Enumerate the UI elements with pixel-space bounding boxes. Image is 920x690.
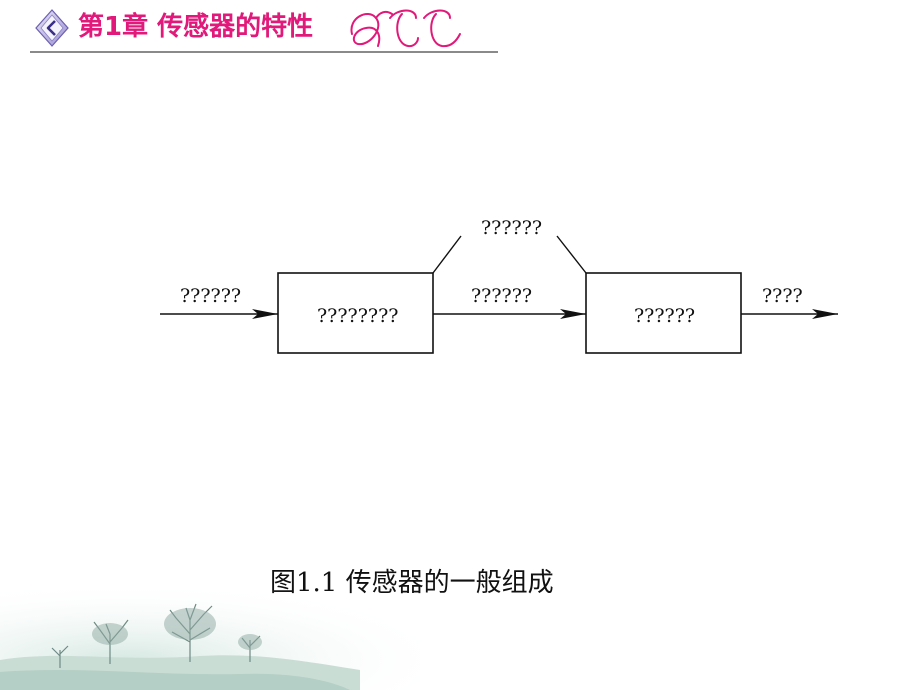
auxiliary-label: ??????	[481, 217, 542, 239]
decorative-swirl-ornament	[350, 9, 461, 48]
sensing-element-block	[277, 272, 434, 354]
diamond-chevron-left-icon[interactable]	[34, 8, 70, 48]
block2-label: ??????	[634, 305, 695, 327]
conversion-element-block	[585, 272, 742, 354]
winter-trees-landscape	[0, 590, 420, 690]
header-divider	[30, 51, 498, 53]
auxiliary-leader-left	[432, 235, 462, 274]
auxiliary-leader-right	[556, 235, 587, 274]
chapter-title: 第1章 传感器的特性	[78, 12, 314, 42]
middle-label: ??????	[471, 285, 532, 307]
block1-label: ????????	[317, 305, 399, 327]
input-label: ??????	[180, 285, 241, 307]
output-label: ????	[762, 285, 803, 307]
